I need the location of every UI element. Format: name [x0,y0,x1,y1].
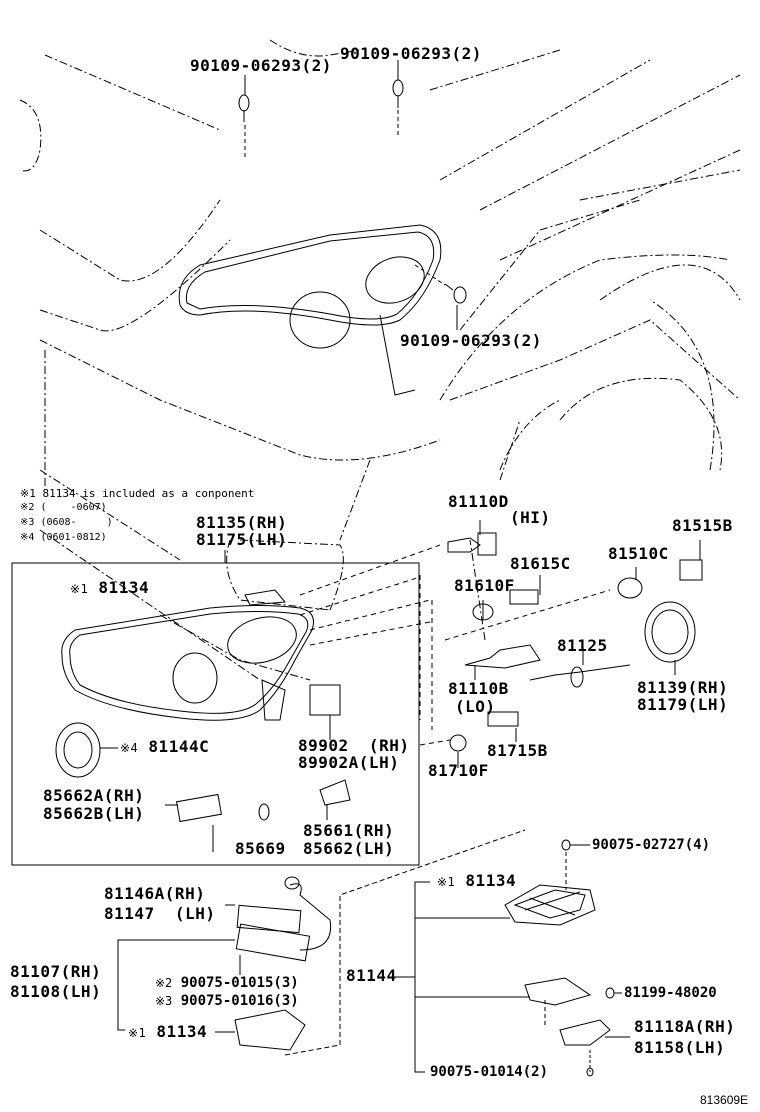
part-number: 81134 [465,871,517,890]
label-81125[interactable]: 81125 [557,636,608,655]
actuator-shape [309,684,341,716]
note-text: ( -0607) [40,502,107,513]
note-text: (0601-0812) [40,532,107,543]
label-assembly-lh[interactable]: 81175(LH) [196,530,288,549]
note-mark: ※2 [20,502,35,513]
label-81715b[interactable]: 81715B [487,741,548,760]
label-90075-02727[interactable]: 90075-02727(4) [592,837,711,853]
diagram-ref-code: 813609E [700,1093,749,1107]
label-81515b[interactable]: 81515B [672,516,733,535]
label-89902-rh[interactable]: 89902 (RH) [298,736,410,755]
label-81134-box[interactable]: ※1 81134 [70,580,149,596]
label-89902a-lh[interactable]: 89902A(LH) [298,753,400,772]
label-90075-01015[interactable]: ※2 90075-01015(3) [155,976,299,990]
note-mark: ※1 [20,487,36,500]
label-81144c[interactable]: ※4 81144C [120,739,209,755]
label-81139-rh[interactable]: 81139(RH) [637,678,729,697]
label-81110b[interactable]: 81110B [448,679,509,698]
label-81610f[interactable]: 81610F [454,576,515,595]
label-81615c[interactable]: 81615C [510,554,571,573]
label-90075-01016[interactable]: ※3 90075-01016(3) [155,994,299,1008]
label-85662-lh[interactable]: 85662(LH) [303,839,395,858]
label-bolt-upper-right[interactable]: 90109-06293(2) [340,44,482,63]
note-mark: ※1 [437,875,456,889]
note-mark: ※4 [20,532,35,543]
label-bolt-upper-left[interactable]: 90109-06293(2) [190,56,332,75]
note-mark: ※1 [70,582,89,596]
label-81147-lh[interactable]: 81147 (LH) [104,904,216,923]
label-85669[interactable]: 85669 [235,839,286,858]
headlamp-installed [178,224,442,396]
label-81108-lh[interactable]: 81108(LH) [10,982,102,1001]
label-81118a-rh[interactable]: 81118A(RH) [634,1017,736,1036]
label-bolt-lower[interactable]: 90109-06293(2) [400,331,542,350]
module-shape [176,793,222,823]
label-81110d[interactable]: 81110D [448,492,509,511]
label-81107-rh[interactable]: 81107(RH) [10,962,102,981]
note-mark: ※4 [120,741,139,755]
note-3: ※3 (0608- ) [20,518,113,528]
label-81110d-hi: (HI) [510,508,551,527]
note-4: ※4 (0601-0812) [20,533,107,543]
label-90075-01014[interactable]: 90075-01014(2) [430,1064,549,1080]
part-number: 90075-01016(3) [180,993,299,1009]
label-85661-rh[interactable]: 85661(RH) [303,821,395,840]
bolt-shapes [238,79,467,304]
note-1: ※1 81134 is included as a conponent [20,488,254,499]
label-81134-cover[interactable]: ※1 81134 [437,873,516,889]
label-81146a-rh[interactable]: 81146A(RH) [104,884,206,903]
label-81510c[interactable]: 81510C [608,544,669,563]
part-number: 81134 [156,1022,208,1041]
ballast-shapes [234,876,332,1051]
part-number: 81144C [148,737,210,756]
label-81144-group[interactable]: 81144 [346,966,397,985]
label-85662b-lh[interactable]: 85662B(LH) [43,804,145,823]
label-81179-lh[interactable]: 81179(LH) [637,695,729,714]
note-text: (0608- ) [40,517,113,528]
bulb-shapes [447,520,703,768]
note-text: 81134 is included as a conponent [42,487,255,500]
label-assembly-rh[interactable]: 81135(RH) [196,513,288,532]
note-2: ※2 ( -0607) [20,503,107,513]
note-mark: ※3 [155,994,173,1008]
assembly-box [11,562,420,866]
part-number: 81134 [98,578,150,597]
part-number: 90075-01015(3) [180,975,299,991]
cover-shape [644,601,696,663]
label-85662a-rh[interactable]: 85662A(RH) [43,786,145,805]
socket-shape [55,722,101,778]
label-81710f[interactable]: 81710F [428,761,489,780]
note-mark: ※1 [128,1026,147,1040]
cover-grid-shape [504,884,596,926]
label-81134-gasket[interactable]: ※1 81134 [128,1024,207,1040]
note-mark: ※3 [20,517,35,528]
label-81158-lh[interactable]: 81158(LH) [634,1038,726,1057]
label-81199-48020[interactable]: 81199-48020 [624,985,717,1001]
car-body-outline [19,39,741,681]
note-mark: ※2 [155,976,173,990]
label-81110b-lo: (LO) [455,697,496,716]
headlamp-assembly [61,589,314,721]
